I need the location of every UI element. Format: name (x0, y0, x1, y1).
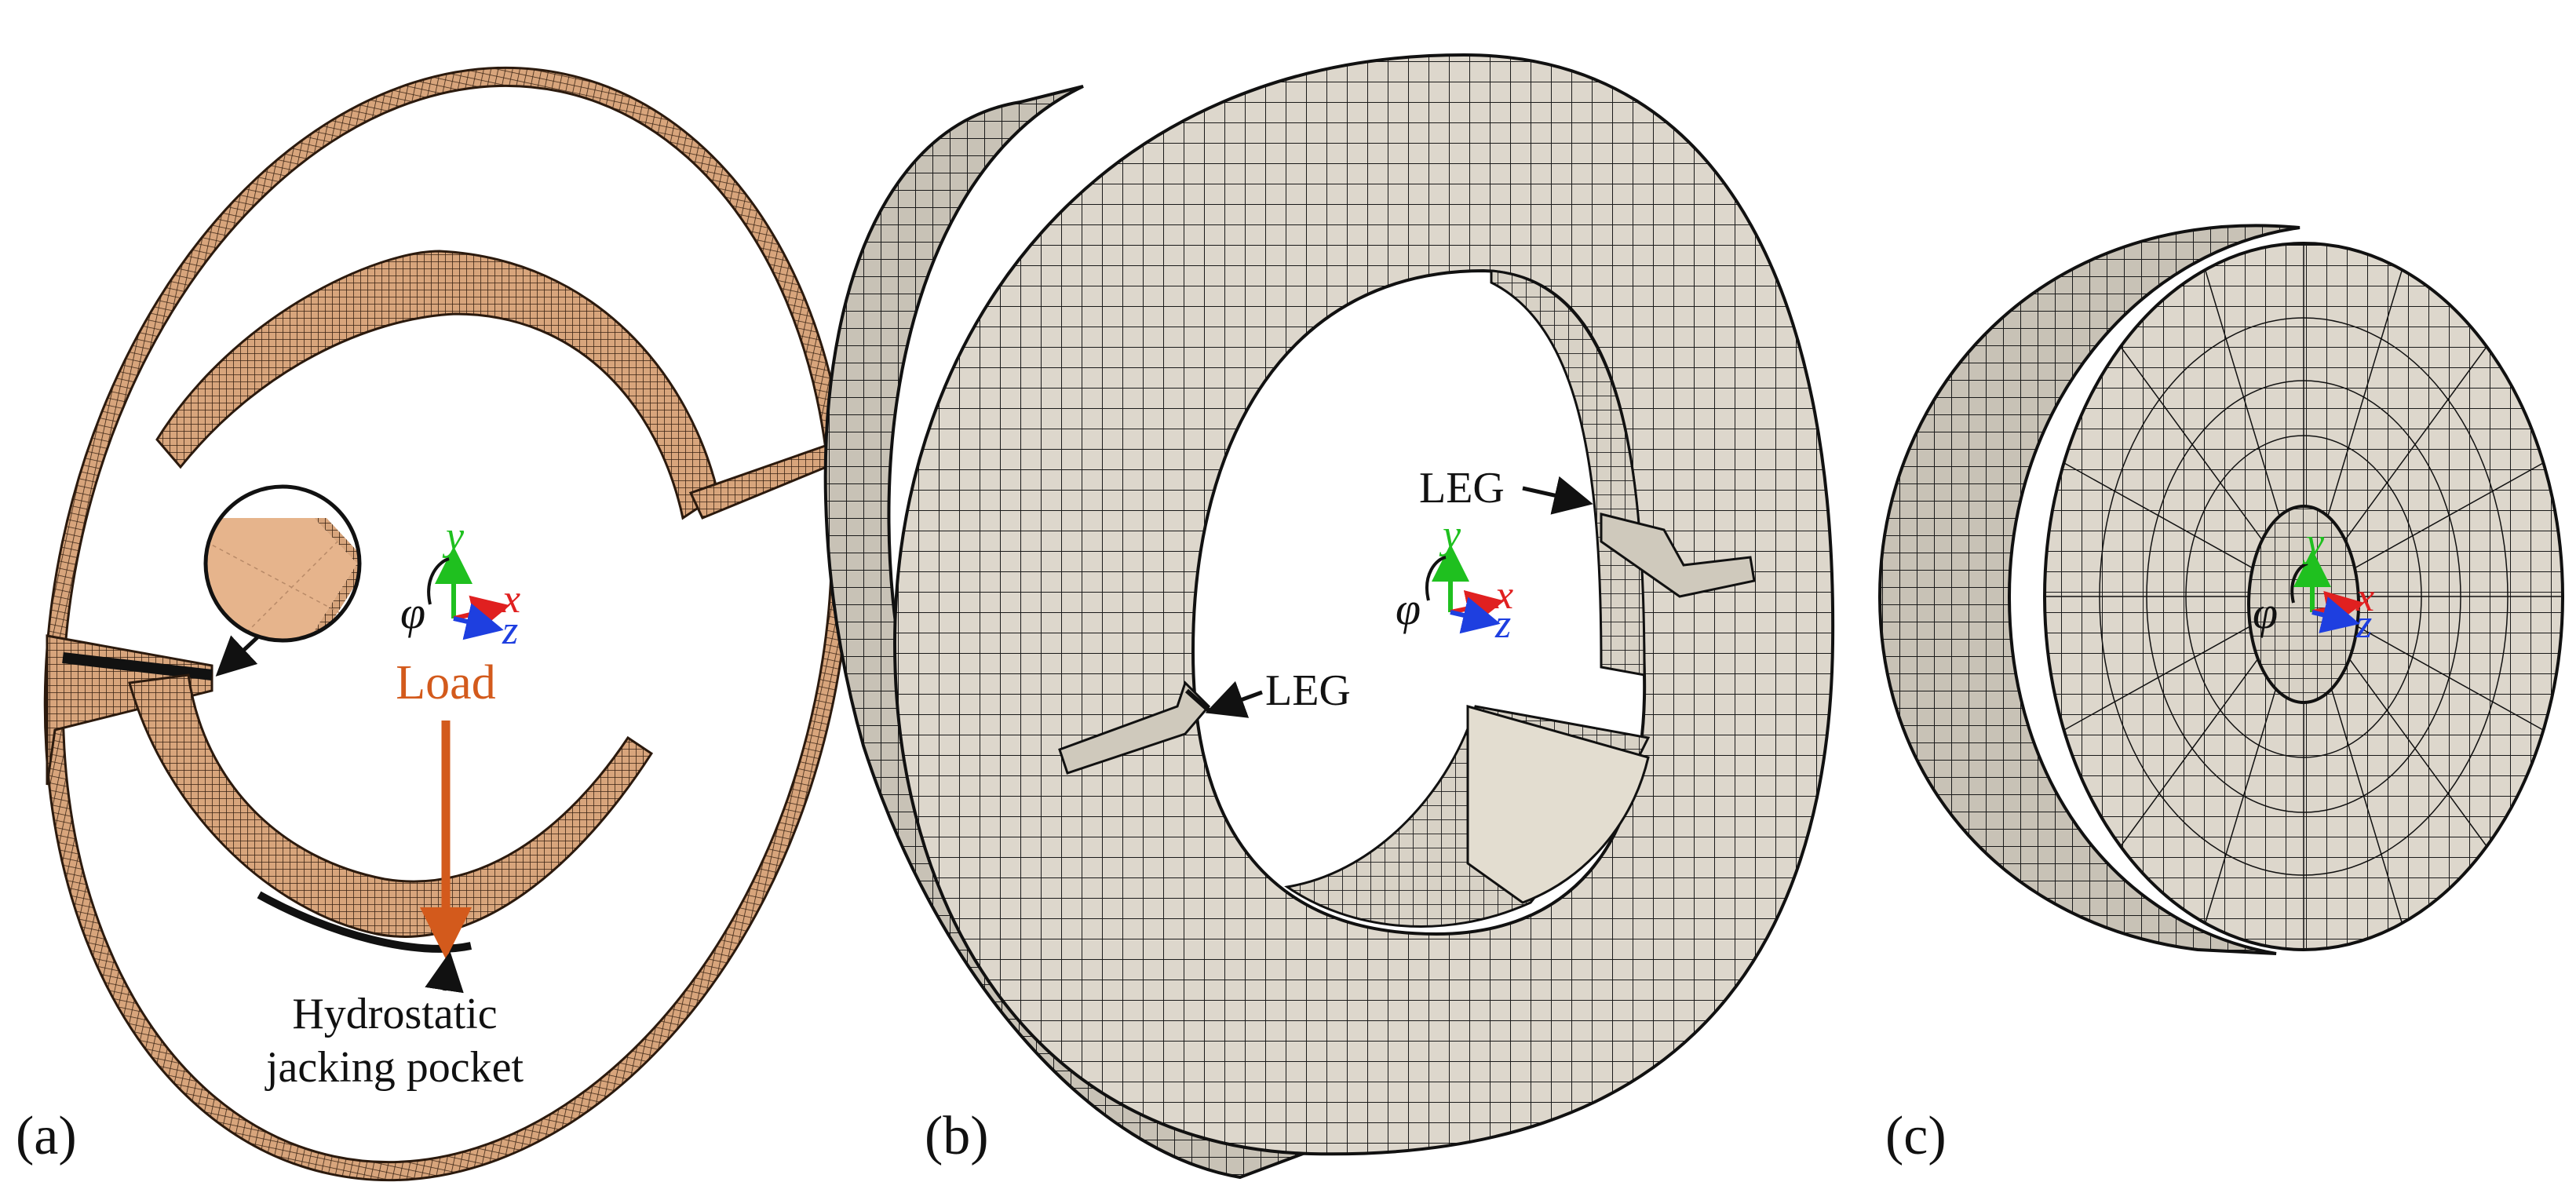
axes-triad-b: y x z φ (1396, 513, 1513, 647)
panel-tag-a: (a) (16, 1106, 77, 1166)
load-label: Load (396, 656, 495, 710)
axis-x-label-b: x (1494, 573, 1513, 618)
panel-tag-b: (b) (925, 1106, 989, 1166)
lower-pad-mesh (128, 673, 654, 938)
bearing-lower-pad (1466, 705, 1650, 904)
leg-label-upper: LEG (1419, 464, 1505, 513)
axis-y-label-b: y (1439, 513, 1461, 557)
axis-z-label-c: z (2355, 602, 2372, 647)
leg-pointer-upper (1522, 476, 1593, 515)
bearing-front-face (892, 53, 1835, 1156)
leg-groove-upper (1600, 513, 1756, 598)
zoom-detail (203, 484, 362, 677)
axes-triad-c: y x z φ (2253, 520, 2374, 647)
pocket-pointer (425, 951, 464, 994)
axes-triad-a: y x z φ (400, 514, 520, 653)
panel-c: y x z φ (c) (1877, 224, 2564, 1166)
axis-phi-label-c: φ (2253, 587, 2278, 638)
axis-y-label: y (442, 514, 465, 559)
pocket-label-line2: jacking pocket (265, 1043, 524, 1092)
panel-tag-c: (c) (1885, 1106, 1947, 1166)
axis-z-label-b: z (1494, 602, 1511, 647)
axis-phi-label: φ (400, 587, 425, 638)
upper-pad-mesh (155, 250, 720, 520)
shaft-side-wall (1877, 224, 2301, 955)
leg-label-lower: LEG (1265, 666, 1351, 715)
axis-x-label-c: x (2355, 575, 2374, 620)
axis-phi-label-b: φ (1396, 583, 1421, 634)
axis-x-label: x (502, 577, 520, 622)
pocket-label-line1: Hydrostatic (292, 990, 497, 1038)
left-connector-edge (62, 652, 213, 680)
axis-z-label: z (502, 608, 518, 653)
panel-b: LEG LEG y x z φ (b) (823, 53, 1835, 1180)
leg-groove-lower-edge (1185, 688, 1210, 713)
panel-a: Load Hydrostatic jacking pocket y x z φ … (16, 66, 852, 1182)
outer-ring-mesh-fill (46, 68, 849, 1180)
axis-y-label-c: y (2302, 520, 2325, 565)
bearing-bore-surface (1490, 269, 1646, 677)
leg-pointer-lower (1205, 680, 1263, 718)
